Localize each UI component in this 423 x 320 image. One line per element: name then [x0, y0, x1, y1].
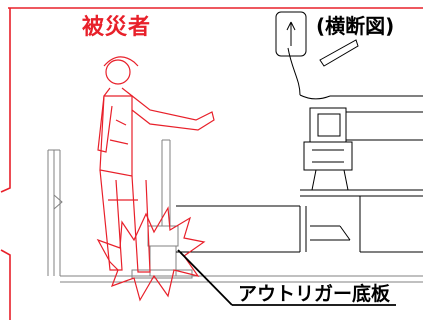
leader-line — [177, 249, 396, 306]
truck-cross-section — [176, 11, 423, 253]
impact-burst — [96, 206, 206, 302]
ground-and-outrigger — [60, 139, 423, 283]
victim-figure — [97, 56, 215, 273]
section-view-label: (横断図) — [316, 14, 395, 38]
outrigger-base-label: アウトリガー底板 — [238, 283, 391, 305]
victim-label: 被災者 — [82, 15, 152, 40]
callout-frame — [0, 7, 423, 320]
guard-rail — [47, 149, 63, 276]
